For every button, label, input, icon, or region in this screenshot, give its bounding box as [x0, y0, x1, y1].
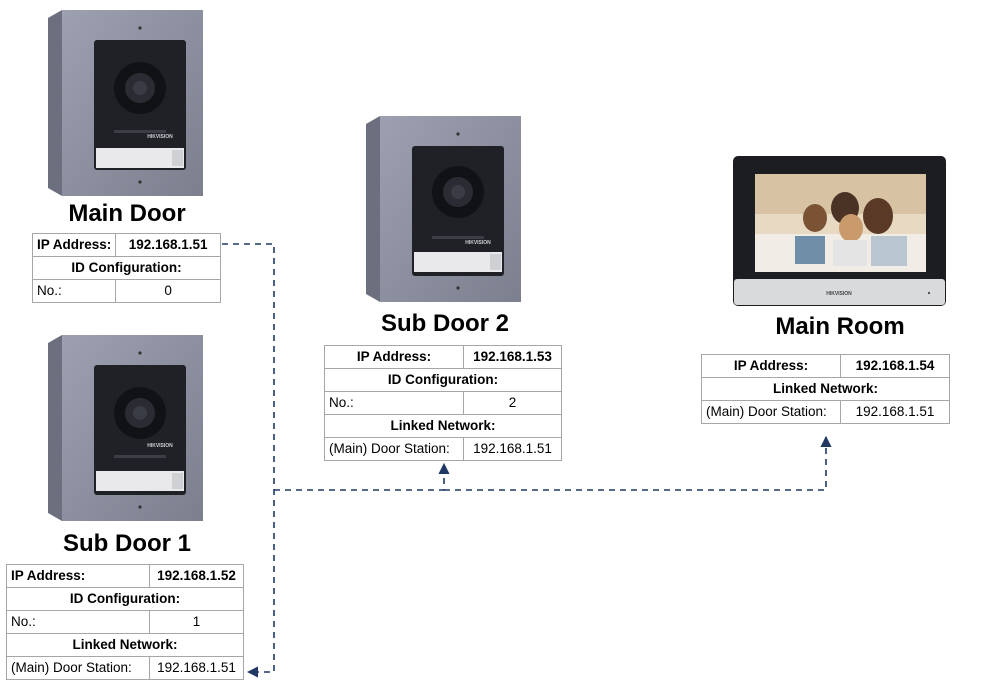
ip-address-value: 192.168.1.54 [840, 354, 950, 378]
id-configuration-header: ID Configuration: [6, 587, 244, 611]
sub-door-1-station-image: HIKVISION [48, 335, 203, 521]
sub-door-2-station-image: HIKVISION [366, 116, 521, 302]
door-station-ip: 192.168.1.51 [840, 400, 950, 424]
svg-text:HIKVISION: HIKVISION [826, 291, 852, 297]
ip-address-label: IP Address: [31, 233, 117, 257]
id-configuration-header: ID Configuration: [324, 368, 562, 392]
brand-logo: HIKVISION [147, 134, 173, 140]
main-door-title: Main Door [68, 200, 186, 227]
ip-address-value: 192.168.1.53 [463, 345, 562, 369]
door-station-ip: 192.168.1.51 [463, 437, 562, 461]
linked-network-header: Linked Network: [324, 414, 562, 438]
main-door-station-image: HIKVISION [48, 10, 203, 196]
door-station-label: (Main) Door Station: [324, 437, 464, 461]
link-main-door-to-sub-door-1 [222, 243, 275, 678]
ip-address-label: IP Address: [324, 345, 464, 369]
no-label: No.: [6, 610, 150, 634]
ip-address-label: IP Address: [701, 354, 841, 378]
svg-text:HIKVISION: HIKVISION [147, 443, 173, 449]
sub-door-2-config-table: IP Address: 192.168.1.53 ID Configuratio… [324, 345, 562, 461]
door-station-ip: 192.168.1.51 [149, 656, 244, 680]
sub-door-2-title: Sub Door 2 [380, 310, 509, 337]
id-configuration-header: ID Configuration: [32, 256, 221, 280]
sub-door-1-title: Sub Door 1 [62, 530, 191, 557]
link-main-door-to-sub-door-2 [274, 462, 450, 491]
no-value: 2 [463, 391, 562, 415]
main-room-title: Main Room [775, 313, 905, 340]
linked-network-header: Linked Network: [701, 377, 950, 401]
no-label: No.: [324, 391, 464, 415]
door-station-label: (Main) Door Station: [701, 400, 841, 424]
ip-address-value: 192.168.1.52 [149, 564, 244, 588]
ip-address-label: IP Address: [6, 564, 150, 588]
door-station-label: (Main) Door Station: [6, 656, 150, 680]
ip-address-value: 192.168.1.51 [115, 233, 221, 257]
main-room-monitor-image: HIKVISION [733, 156, 946, 306]
main-door-config-table: IP Address: 192.168.1.51 ID Configuratio… [31, 233, 221, 303]
no-value: 0 [115, 279, 221, 303]
main-room-config-table: IP Address: 192.168.1.54 Linked Network:… [701, 354, 950, 424]
sub-door-1-config-table: IP Address: 192.168.1.52 ID Configuratio… [6, 564, 244, 680]
no-label: No.: [31, 279, 117, 303]
linked-network-header: Linked Network: [6, 633, 244, 657]
no-value: 1 [149, 610, 244, 634]
svg-text:HIKVISION: HIKVISION [465, 240, 491, 246]
